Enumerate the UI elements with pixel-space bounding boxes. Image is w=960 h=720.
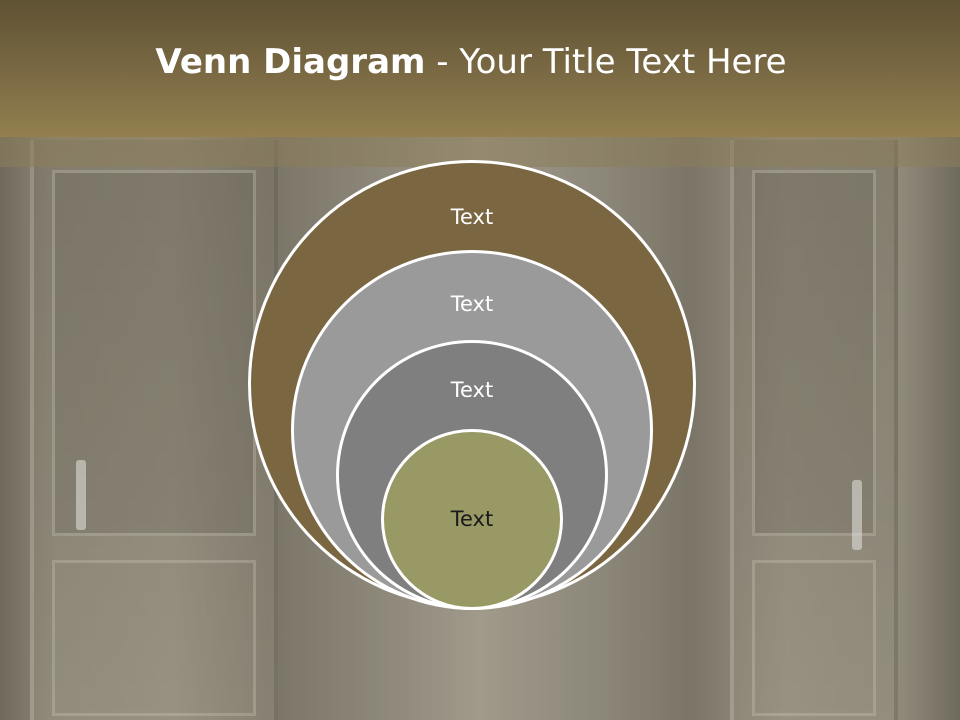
right-door-panel [752,170,876,536]
venn-circle-third-label: Text [450,378,494,402]
slide-title: Venn Diagram - Your Title Text Here [0,40,942,84]
venn-circle-second-label: Text [450,292,494,316]
venn-circle-inner-label: Text [450,507,494,531]
left-door-handle [76,460,86,530]
left-door-image [30,140,278,720]
venn-circle-outer-label: Text [450,205,494,229]
title-band [0,0,960,137]
slide-title-rest: - Your Title Text Here [425,42,787,82]
venn-circle-inner [381,429,563,610]
right-door-image [730,140,898,720]
slide-title-bold: Venn Diagram [155,42,426,82]
right-door-handle [852,480,862,550]
left-door-lower-panel [52,560,256,716]
right-door-lower-panel [752,560,876,716]
